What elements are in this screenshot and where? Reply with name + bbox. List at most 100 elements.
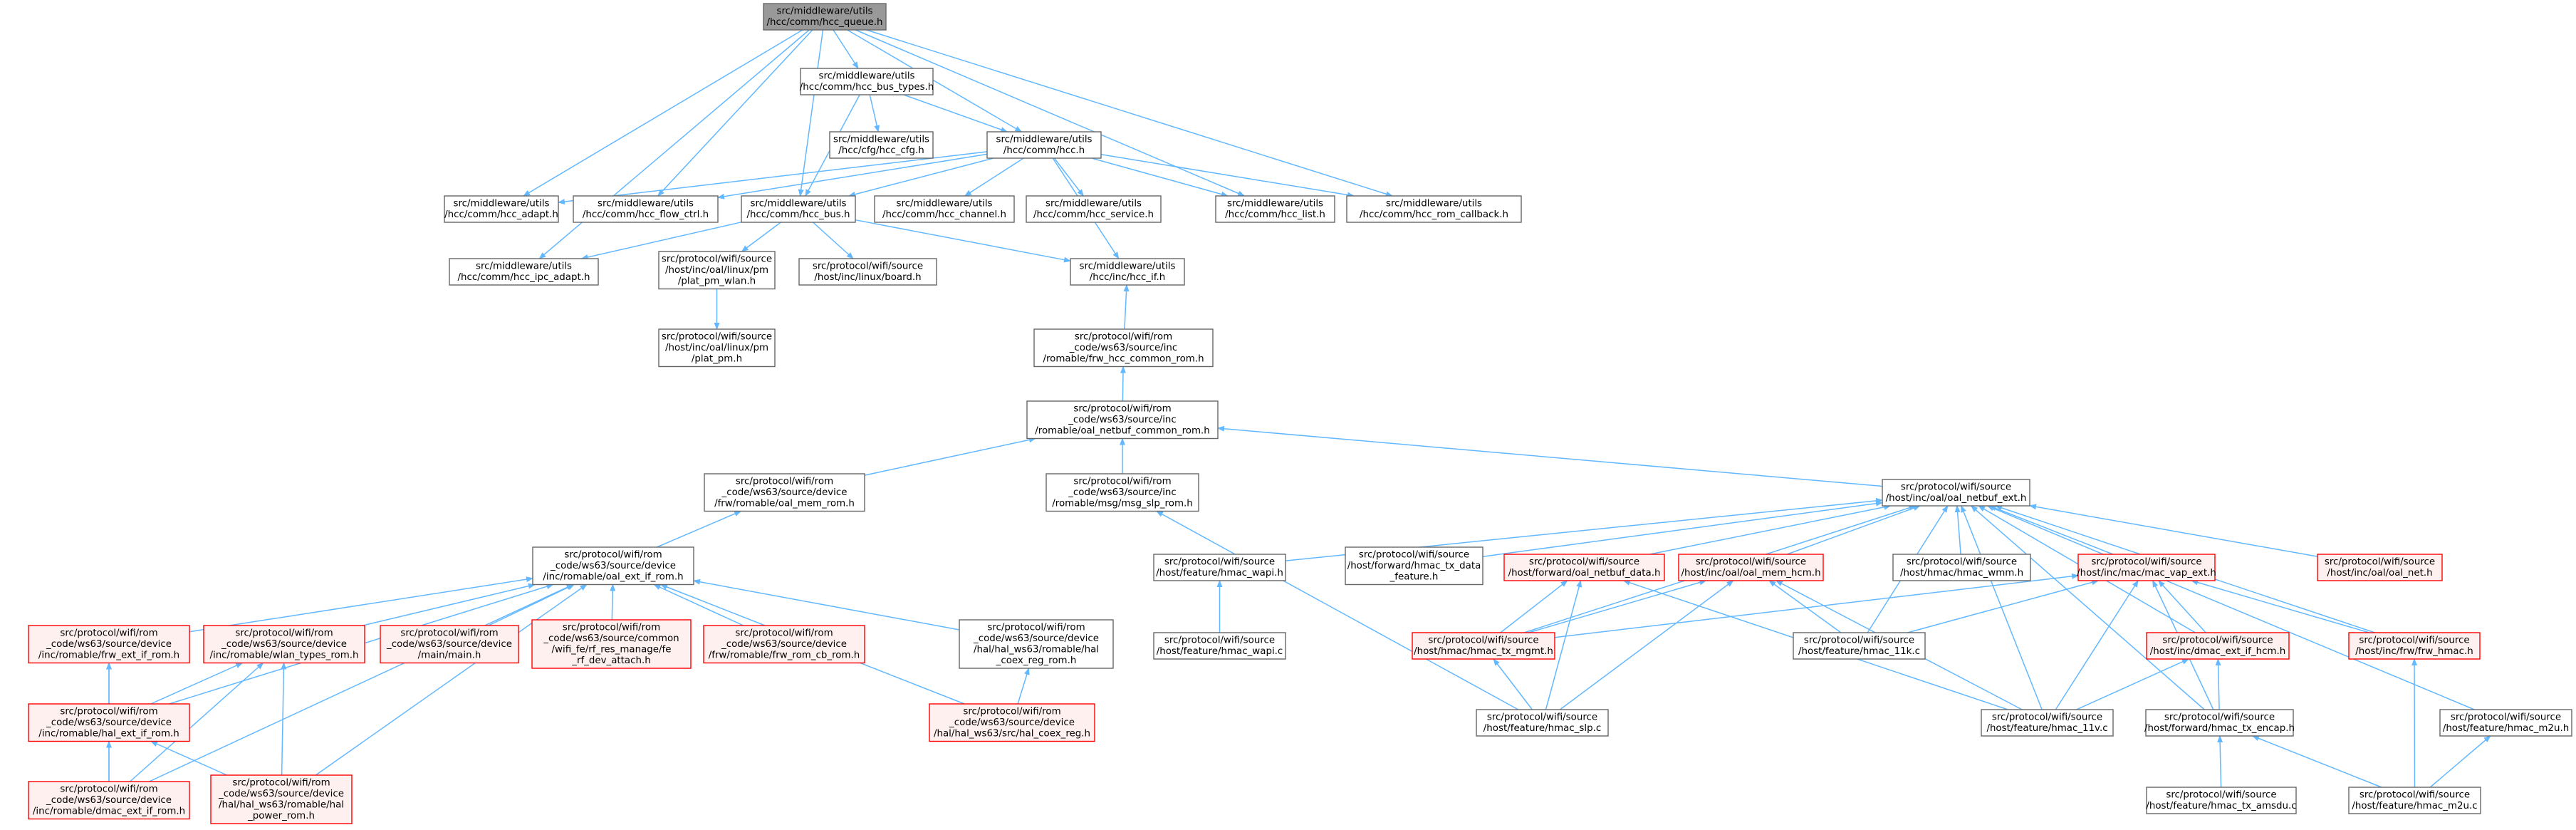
edge-hal-coex-reg-rom-to-oal-ext-if-rom [693,579,960,631]
graph-node-hcc-bus-types[interactable]: src/middleware/utils/hcc/comm/hcc_bus_ty… [800,68,934,95]
graph-node-hcc-rom-callback[interactable]: src/middleware/utils/hcc/comm/hcc_rom_ca… [1346,195,1522,223]
edge-hmac-wmm-to-oal-netbuf-ext [1954,505,1961,555]
edge-hcc-queue-to-hcc-rom-callback [866,29,1393,197]
edge-hcc-queue-to-hcc-adapt [523,29,803,197]
node-label-line: src/protocol/wifi/source [1804,636,1914,646]
node-box [2348,787,2481,814]
graph-node-hmac-11v[interactable]: src/protocol/wifi/source/host/feature/hm… [1981,709,2114,737]
node-label-line: _code/ws63/source/device [973,633,1099,644]
graph-node-hmac-11k[interactable]: src/protocol/wifi/source/host/feature/hm… [1793,632,1926,660]
node-label-line: /host/feature/hmac_m2u.h [2443,723,2569,734]
graph-node-hcc-list[interactable]: src/middleware/utils/hcc/comm/hcc_list.h [1215,195,1335,223]
node-label-line: /host/inc/oal/linux/pm [665,265,768,276]
node-box [203,625,365,664]
graph-node-hmac-tx-mgmt[interactable]: src/protocol/wifi/source/host/hmac/hmac_… [1412,632,1555,660]
node-label-line: /hcc/comm/hcc_bus.h [746,209,850,220]
graph-node-frw-hcc-common-rom[interactable]: src/protocol/wifi/rom_code/ws63/source/i… [1033,328,1214,368]
node-label-line: _coex_reg_rom.h [996,655,1077,666]
graph-node-board[interactable]: src/protocol/wifi/source/host/inc/linux/… [798,258,937,286]
node-label-line: src/protocol/wifi/source [2091,557,2201,568]
graph-node-hmac-slp[interactable]: src/protocol/wifi/source/host/feature/hm… [1476,709,1609,737]
graph-node-main-h[interactable]: src/protocol/wifi/rom_code/ws63/source/d… [380,625,519,664]
node-label-line: src/protocol/wifi/source [2164,712,2275,723]
edge-oal-mem-rom-to-oal-netbuf-common-rom [864,437,1036,476]
graph-node-hmac-wapi-c[interactable]: src/protocol/wifi/source/host/feature/hm… [1153,632,1286,660]
graph-node-oal-mem-rom[interactable]: src/protocol/wifi/rom_code/ws63/source/d… [704,473,865,512]
edge-oal-ext-if-rom-to-oal-mem-rom [657,510,742,548]
node-label-line: src/middleware/utils [476,261,572,272]
graph-node-hmac-tx-amsdu[interactable]: src/protocol/wifi/source/host/feature/hm… [2146,787,2297,814]
node-label-line: src/middleware/utils [996,135,1092,145]
node-box [829,131,934,159]
edge-hcc-bus-to-board [812,222,854,259]
node-label-line: /hcc/comm/hcc.h [1003,145,1085,156]
graph-node-hcc-cfg[interactable]: src/middleware/utils/hcc/cfg/hcc_cfg.h [829,131,934,159]
graph-node-oal-netbuf-common-rom[interactable]: src/protocol/wifi/rom_code/ws63/source/i… [1026,400,1219,440]
graph-node-hal-ext-if-rom[interactable]: src/protocol/wifi/rom_code/ws63/source/d… [28,703,190,742]
graph-node-dmac-ext-if-hcm[interactable]: src/protocol/wifi/source/host/inc/dmac_e… [2146,632,2290,660]
graph-node-hal-power-rom[interactable]: src/protocol/wifi/rom_code/ws63/source/d… [210,774,353,824]
graph-node-hmac-tx-encap[interactable]: src/protocol/wifi/source/host/forward/hm… [2144,709,2295,737]
node-box [1215,195,1335,223]
graph-node-hmac-m2u-h[interactable]: src/protocol/wifi/source/host/feature/hm… [2439,709,2572,737]
graph-node-frw-ext-if-rom[interactable]: src/protocol/wifi/rom_code/ws63/source/d… [28,625,190,664]
graph-node-oal-ext-if-rom[interactable]: src/protocol/wifi/rom_code/ws63/source/d… [532,546,694,586]
node-label-line: /host/inc/oal/linux/pm [665,343,768,353]
node-label-line: /inc/romable/dmac_ext_if_rom.h [33,806,185,817]
node-label-line: /hal/hal_ws63/src/hal_coex_reg.h [934,729,1090,740]
graph-node-oal-net[interactable]: src/protocol/wifi/source/host/inc/oal/oa… [2317,554,2443,581]
node-box [1026,195,1162,223]
node-label-line: _rf_dev_attach.h [571,655,650,666]
graph-node-plat-pm[interactable]: src/protocol/wifi/source/host/inc/oal/li… [658,328,776,368]
graph-node-hcc-flow-ctrl[interactable]: src/middleware/utils/hcc/comm/hcc_flow_c… [573,195,719,223]
node-label-line: src/protocol/wifi/source [2325,557,2435,568]
edge-oal-netbuf-data-to-oal-netbuf-ext [1649,504,1892,555]
graph-node-hcc-ipc-adapt[interactable]: src/middleware/utils/hcc/comm/hcc_ipc_ad… [449,258,599,286]
graph-node-hcc-channel[interactable]: src/middleware/utils/hcc/comm/hcc_channe… [874,195,1015,223]
graph-node-hcc-service[interactable]: src/middleware/utils/hcc/comm/hcc_servic… [1026,195,1162,223]
node-box [1981,709,2114,737]
graph-node-hcc-queue[interactable]: src/middleware/utils/hcc/comm/hcc_queue.… [763,3,887,31]
graph-node-hal-coex-reg-rom[interactable]: src/protocol/wifi/rom_code/ws63/source/d… [959,619,1114,669]
node-box [800,68,934,95]
node-label-line: src/protocol/wifi/rom [232,778,330,789]
graph-node-plat-pm-wlan[interactable]: src/protocol/wifi/source/host/inc/oal/li… [658,251,776,290]
graph-node-hal-coex-reg[interactable]: src/protocol/wifi/rom_code/ws63/source/d… [929,703,1095,742]
graph-node-oal-mem-hcm[interactable]: src/protocol/wifi/source/host/inc/oal/oa… [1678,554,1824,581]
node-label-line: /romable/msg/msg_slp_rom.h [1052,499,1192,509]
graph-node-hmac-m2u-c[interactable]: src/protocol/wifi/source/host/feature/hm… [2348,787,2481,814]
graph-node-dmac-ext-if-rom[interactable]: src/protocol/wifi/rom_code/ws63/source/d… [28,781,190,820]
node-label-line: /host/feature/hmac_11v.c [1986,723,2107,734]
graph-node-hcc-bus[interactable]: src/middleware/utils/hcc/comm/hcc_bus.h [741,195,856,223]
graph-node-rf-dev-attach[interactable]: src/protocol/wifi/rom_code/ws63/source/c… [531,619,692,669]
node-box [1882,479,2030,507]
edge-frw-ext-if-rom-to-oal-ext-if-rom [189,576,533,633]
graph-node-oal-netbuf-ext[interactable]: src/protocol/wifi/source/host/inc/oal/oa… [1882,479,2030,507]
node-label-line: /host/hmac/hmac_tx_mgmt.h [1414,646,1553,657]
graph-node-msg-slp-rom[interactable]: src/protocol/wifi/rom_code/ws63/source/i… [1045,473,1199,512]
node-label-line: /host/inc/oal/oal_netbuf_ext.h [1886,493,2027,504]
edge-hcc-bus-to-plat-pm-wlan [741,222,781,252]
edge-hal-ext-if-rom-to-wlan-types-rom [150,662,244,705]
graph-node-wlan-types-rom[interactable]: src/protocol/wifi/rom_code/ws63/source/d… [203,625,365,664]
edge-hcc-to-hcc-rom-callback [1100,153,1355,198]
node-label-line: src/middleware/utils [1386,199,1482,209]
graph-node-hmac-tx-data[interactable]: src/protocol/wifi/source/host/forward/hm… [1345,546,1483,586]
graph-node-hcc[interactable]: src/middleware/utils/hcc/comm/hcc.h [986,131,1102,159]
graph-node-hcc-if[interactable]: src/middleware/utils/hcc/inc/hcc_if.h [1070,258,1185,286]
node-box [763,3,887,31]
graph-node-hmac-wmm[interactable]: src/protocol/wifi/source/host/hmac/hmac_… [1892,554,2031,581]
graph-node-frw-hmac[interactable]: src/protocol/wifi/source/host/inc/frw/fr… [2348,632,2481,660]
edges-layer [106,29,2491,788]
graph-node-oal-netbuf-data[interactable]: src/protocol/wifi/source/host/forward/oa… [1503,554,1665,581]
node-label-line: /plat_pm.h [692,354,742,365]
node-label-line: src/middleware/utils [1227,199,1323,209]
graph-node-hmac-wapi-h[interactable]: src/protocol/wifi/source/host/feature/hm… [1153,554,1286,581]
node-label-line: /main/main.h [418,650,481,661]
graph-node-hcc-adapt[interactable]: src/middleware/utils/hcc/comm/hcc_adapt.… [444,195,559,223]
graph-node-frw-rom-cb-rom[interactable]: src/protocol/wifi/rom_code/ws63/source/d… [703,625,865,664]
node-label-line: /hcc/comm/hcc_bus_types.h [800,82,934,93]
node-label-line: _feature.h [1389,572,1439,583]
graph-node-mac-vap-ext[interactable]: src/protocol/wifi/source/host/inc/mac/ma… [2077,554,2216,581]
